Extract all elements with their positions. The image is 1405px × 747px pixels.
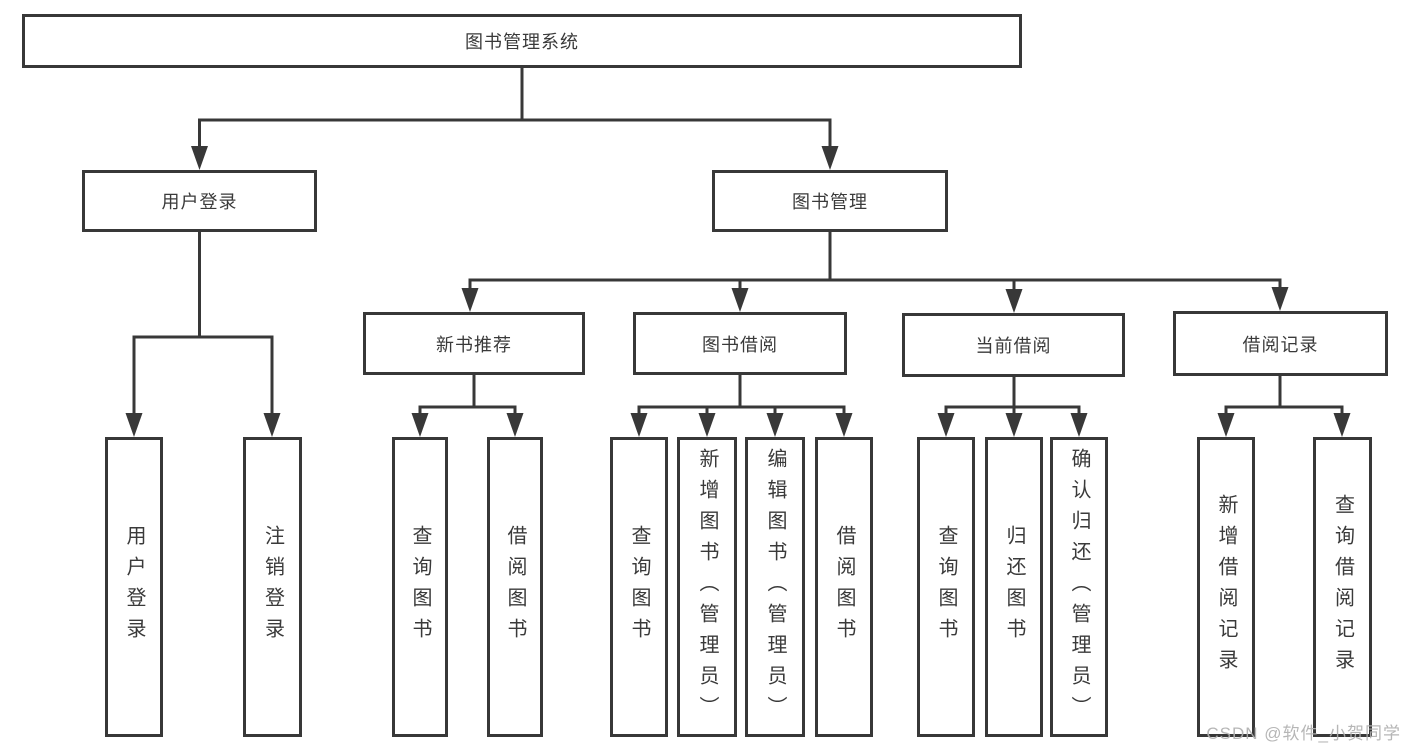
leaf-nbr-query-books: 查询图书 <box>392 437 448 737</box>
leaf-bb-query-books: 查询图书 <box>610 437 668 737</box>
node-user-login: 用户登录 <box>82 170 317 232</box>
node-new-book-recommend: 新书推荐 <box>363 312 585 375</box>
leaf-nbr-borrow-books: 借阅图书 <box>487 437 543 737</box>
leaf-logout: 注销登录 <box>243 437 302 737</box>
leaf-bb-edit-books-admin: 编辑图书（管理员） <box>745 437 805 737</box>
leaf-bb-add-books-admin: 新增图书（管理员） <box>677 437 737 737</box>
leaf-br-add-record: 新增借阅记录 <box>1197 437 1255 737</box>
leaf-user-login: 用户登录 <box>105 437 163 737</box>
watermark: CSDN @软件_小贺同学 <box>1206 724 1401 743</box>
leaf-cb-query-books: 查询图书 <box>917 437 975 737</box>
node-current-borrowing: 当前借阅 <box>902 313 1125 377</box>
node-book-management: 图书管理 <box>712 170 948 232</box>
leaf-cb-return-books: 归还图书 <box>985 437 1043 737</box>
node-library-management-system: 图书管理系统 <box>22 14 1022 68</box>
node-borrowing-records: 借阅记录 <box>1173 311 1388 376</box>
leaf-br-query-record: 查询借阅记录 <box>1313 437 1372 737</box>
leaf-bb-borrow-books: 借阅图书 <box>815 437 873 737</box>
leaf-cb-confirm-return-admin: 确认归还（管理员） <box>1050 437 1108 737</box>
node-book-borrowing: 图书借阅 <box>633 312 847 375</box>
